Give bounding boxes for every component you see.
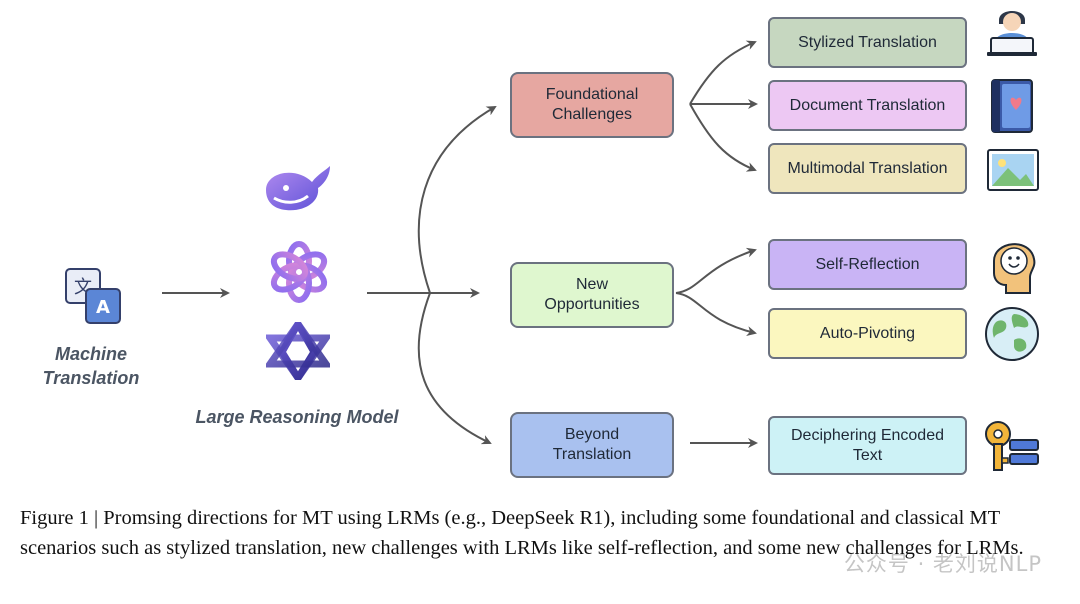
book-with-heart-icon	[990, 78, 1036, 134]
item-box-self-reflection: Self-Reflection	[768, 239, 967, 290]
item-box-auto-pivoting: Auto-Pivoting	[768, 308, 967, 359]
item-box-multimodal-translation: Multimodal Translation	[768, 143, 967, 194]
category-box-beyond-translation: Beyond Translation	[510, 412, 674, 478]
key-icon	[984, 420, 1040, 472]
category-label: Beyond Translation	[552, 426, 632, 463]
smiling-head-icon	[984, 235, 1040, 295]
deepseek-whale-icon	[260, 160, 334, 216]
qwen-star-icon	[263, 316, 333, 385]
translate-icon: 文 A	[62, 265, 124, 327]
category-label: New Opportunities	[544, 276, 640, 313]
connector-arrows	[162, 40, 758, 448]
arrow-to-multimodal	[689, 103, 757, 172]
globe-icon	[984, 306, 1040, 362]
category-box-foundational: Foundational Challenges	[510, 72, 674, 138]
arrow-to-foundational	[417, 106, 497, 294]
machine-translation-label: Machine Translation	[42, 344, 140, 388]
svg-text:A: A	[96, 297, 110, 318]
person-at-laptop-icon	[985, 4, 1039, 58]
watermark: 公众号 · 老刘说NLP	[843, 552, 1042, 576]
item-label: Multimodal Translation	[787, 159, 948, 177]
openai-knot-icon	[268, 241, 330, 303]
arrow-to-stylized	[689, 40, 757, 105]
landscape-picture-icon	[986, 148, 1040, 192]
large-reasoning-model-label: Large Reasoning Model	[195, 407, 399, 427]
arrow-to-auto-pivoting	[675, 292, 757, 336]
arrow-to-beyond	[417, 292, 492, 445]
item-label: Stylized Translation	[798, 33, 937, 51]
item-label: Auto-Pivoting	[819, 324, 916, 342]
item-label: Self-Reflection	[815, 255, 920, 273]
item-box-stylized-translation: Stylized Translation	[768, 17, 967, 68]
arrow-to-self-reflection	[675, 247, 757, 294]
item-box-deciphering-encoded-text: Deciphering Encoded Text	[768, 416, 967, 475]
item-box-document-translation: Document Translation	[768, 80, 967, 131]
item-label: Document Translation	[789, 96, 946, 114]
category-box-new-opportunities: New Opportunities	[510, 262, 674, 328]
figure-caption: Figure 1 | Promsing directions for MT us…	[20, 507, 1024, 559]
category-label: Foundational Challenges	[545, 86, 639, 123]
item-label: Deciphering Encoded Text	[791, 426, 944, 464]
